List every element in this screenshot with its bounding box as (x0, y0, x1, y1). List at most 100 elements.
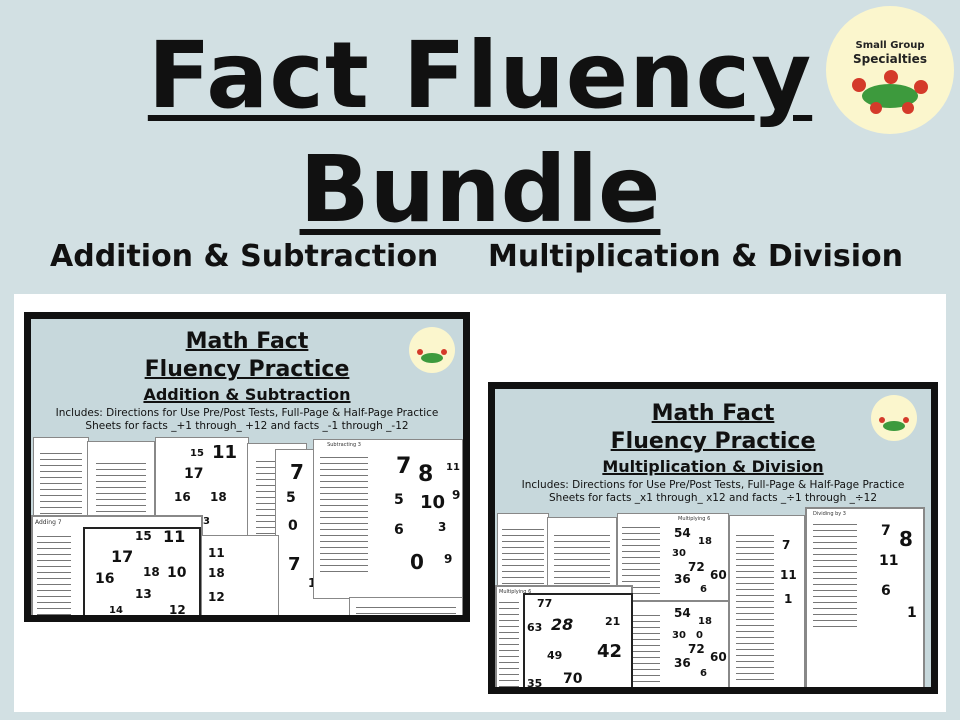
number-grid: 77 28 63 21 49 42 70 35 (523, 593, 633, 687)
apple-icon (902, 102, 914, 114)
sheet-number: 60 (710, 650, 727, 664)
brand-logo: Small Group Specialties (826, 6, 954, 134)
sheet-number: 7 (288, 554, 301, 575)
sheet-number: 72 (688, 642, 705, 656)
sheet-number: 6 (700, 584, 707, 595)
sheet-number: 5 (286, 490, 296, 506)
sheet-number: 12 (208, 590, 225, 604)
practice-sheet-numbers: 11 18 12 (201, 535, 279, 615)
title-line-1: Fact Fluency (147, 22, 813, 129)
sheet-label: Multiplying 6 (678, 516, 711, 522)
sheet-number: 0 (288, 518, 298, 534)
preview-title-line-2: Fluency Practice (610, 429, 816, 454)
sheet-number: 60 (710, 568, 727, 582)
title-line-2: Bundle (299, 136, 661, 243)
apple-icon (441, 349, 447, 355)
sheet-number: 36 (674, 656, 691, 670)
sheet-number: 9 (452, 488, 461, 502)
subtitle-multiplication-division: Multiplication & Division (488, 239, 903, 274)
sheet-number: 5 (394, 492, 404, 508)
sheet-number: 1 (907, 605, 917, 621)
practice-sheet-multiplying: Multiplying 6 77 28 63 21 49 42 70 35 (495, 585, 633, 687)
sheet-number: 11 (212, 442, 238, 463)
practice-sheet (349, 597, 463, 615)
sheet-number: 36 (674, 572, 691, 586)
sheet-number: 54 (674, 526, 691, 540)
sheet-number: 54 (674, 606, 691, 620)
sheet-number: 18 (208, 566, 225, 580)
header-banner: Fact Fluency Bundle Addition & Subtracti… (0, 0, 960, 280)
sheet-number: 18 (143, 565, 160, 579)
logo-text-line-1: Small Group (855, 40, 925, 51)
sheet-number: 14 (109, 605, 123, 615)
practice-sheet-lines (813, 519, 857, 629)
sheet-number: 49 (547, 649, 563, 662)
sheet-number: 8 (899, 527, 913, 551)
preview-logo (871, 395, 917, 441)
preview-cover: Math Fact Fluency Practice Multiplicatio… (495, 389, 931, 687)
preview-cover: Math Fact Fluency Practice Addition & Su… (31, 319, 463, 615)
sheet-number: 9 (444, 552, 453, 566)
sheet-number: 10 (167, 565, 187, 581)
apple-icon (870, 102, 882, 114)
sheet-label: Adding 7 (35, 519, 62, 526)
sheet-number: 18 (210, 490, 227, 504)
preview-subtitle: Multiplication & Division (602, 457, 824, 476)
practice-sheet-multiplying: Multiplying 6 54 18 30 72 60 36 6 (617, 513, 729, 601)
sheet-label: Multiplying 6 (499, 589, 532, 595)
logo-table-icon (421, 353, 443, 363)
sheet-number: 6 (881, 583, 891, 599)
sheet-number: 16 (95, 571, 115, 587)
practice-sheet-lines (499, 597, 519, 687)
sheet-number: 15 (135, 529, 152, 543)
sheet-number: 77 (537, 597, 553, 610)
sheet-number: 6 (394, 522, 404, 538)
sheet-number: 30 (672, 548, 686, 559)
sheet-number: 0 (696, 630, 703, 641)
preview-title-line-1: Math Fact (185, 329, 309, 354)
sheet-number: 11 (879, 553, 899, 569)
sheet-number: 17 (184, 466, 204, 482)
sheet-number: 16 (174, 490, 191, 504)
sheet-number: 7 (782, 538, 791, 552)
apple-icon (852, 78, 866, 92)
sheet-number: 18 (698, 536, 712, 547)
preview-includes-line-1: Includes: Directions for Use Pre/Post Te… (521, 479, 905, 491)
sheet-number: 12 (169, 603, 186, 615)
preview-title-line-1: Math Fact (651, 401, 775, 426)
product-preview-multiplication-division: Math Fact Fluency Practice Multiplicatio… (488, 382, 938, 694)
practice-sheet-lines (320, 452, 368, 572)
sheet-number: 1 (784, 592, 793, 606)
sheet-number: 18 (698, 616, 712, 627)
sheet-label: Subtracting 3 (327, 442, 361, 448)
practice-sheet-dividing: Dividing by 3 7 8 11 6 1 (805, 507, 925, 687)
apple-icon (884, 70, 898, 84)
sheet-number: 3 (438, 520, 447, 534)
practice-sheet-dividing: 7 11 1 (729, 515, 805, 687)
subtitle-addition-subtraction: Addition & Subtraction (50, 239, 439, 274)
sheet-number: 8 (418, 462, 434, 487)
sheet-number: 6 (700, 668, 707, 679)
preview-panel: Math Fact Fluency Practice Addition & Su… (14, 294, 946, 712)
preview-includes-line-2: Sheets for facts _x1 through_ x12 and fa… (549, 492, 877, 504)
sheet-number: 28 (551, 615, 574, 634)
practice-sheet-multiplying: 54 18 30 0 72 60 36 6 (617, 601, 729, 687)
sheet-number: 10 (420, 492, 446, 513)
apple-icon (914, 80, 928, 94)
logo-table-icon (883, 421, 905, 431)
sheet-number: 7 (396, 454, 412, 479)
sheet-number: 72 (688, 560, 705, 574)
sheet-number: 63 (527, 621, 543, 634)
apple-icon (903, 417, 909, 423)
sheet-number: 0 (410, 550, 424, 574)
sheet-number: 30 (672, 630, 686, 641)
apple-icon (879, 417, 885, 423)
sheet-number: 35 (527, 677, 543, 687)
sheet-number: 21 (605, 615, 621, 628)
practice-sheet-subtracting: Subtracting 3 7 8 11 5 10 9 6 3 0 9 (313, 439, 463, 599)
practice-sheet-lines (356, 602, 456, 615)
apple-icon (417, 349, 423, 355)
sheet-number: 11 (163, 527, 186, 546)
sheet-number: 7 (290, 460, 304, 484)
practice-sheet-adding: Adding 7 15 11 17 16 18 10 13 14 12 (31, 515, 203, 615)
